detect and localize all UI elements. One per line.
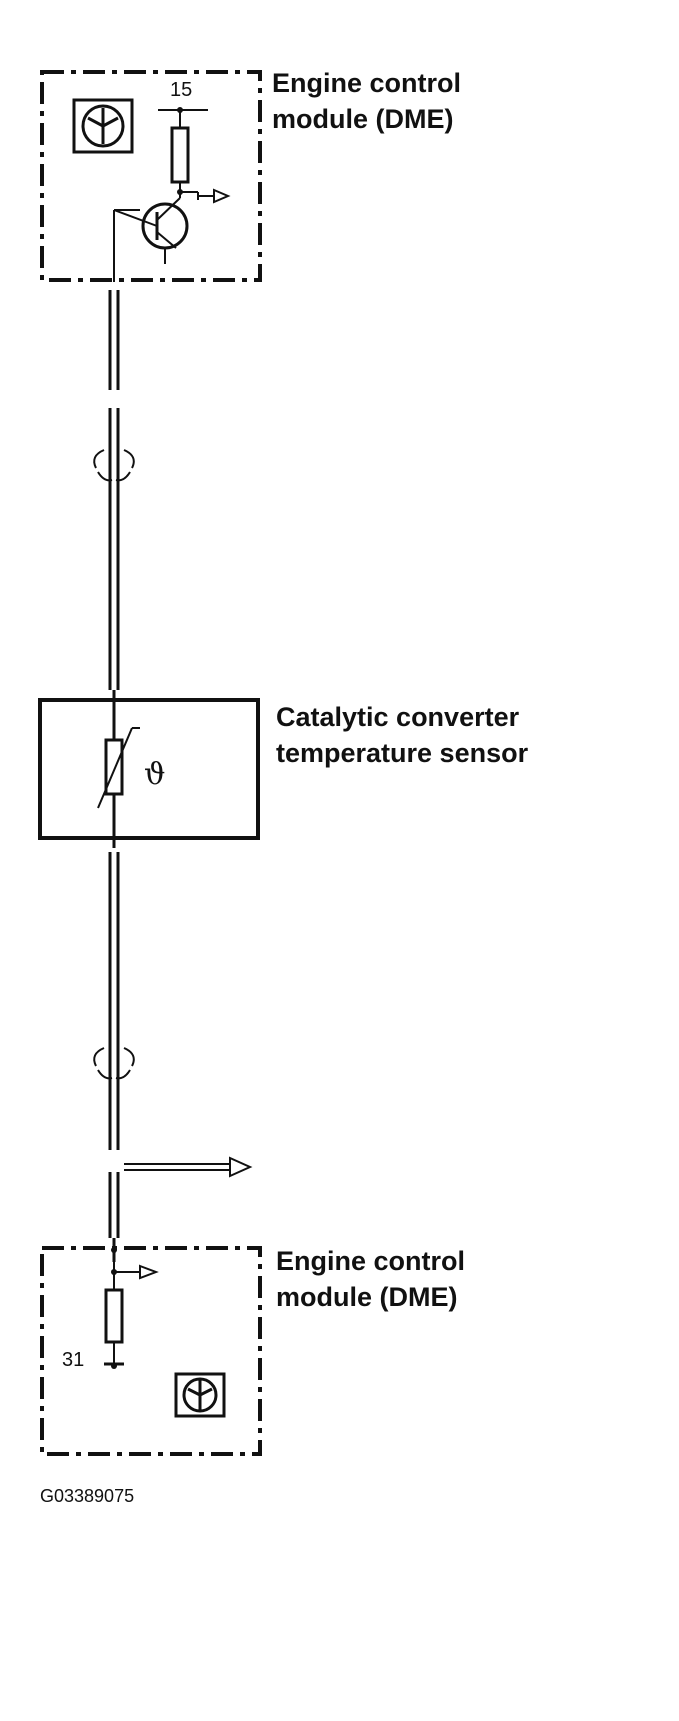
ground-icon <box>104 1362 124 1369</box>
dme-bottom-label-line2: module (DME) <box>276 1282 458 1312</box>
shield-output-arrow-icon <box>124 1156 253 1178</box>
twisted-pair-icon <box>93 449 135 482</box>
transistor-symbol <box>113 197 189 264</box>
dme-top-pin-label: 15 <box>170 79 192 101</box>
dme-top-boundary <box>40 70 262 282</box>
sensor-housing <box>38 698 260 840</box>
ecu-transistor-icon <box>72 98 134 154</box>
twisted-pair-icon <box>93 1047 135 1080</box>
output-arrow-icon <box>180 188 231 204</box>
dme-top-resistor <box>170 126 190 184</box>
dme-bottom-boundary <box>40 1246 262 1456</box>
ecu-transistor-icon <box>174 1372 226 1418</box>
wire-lower <box>108 852 120 1238</box>
dme-bottom-pin-label: 31 <box>62 1349 84 1371</box>
sensor-label-line1: Catalytic converter <box>276 702 520 732</box>
catalytic-converter-temperature-sensor: ϑ <box>38 690 260 848</box>
dme-top-module: 15 <box>40 70 262 282</box>
figure-code: G03389075 <box>40 1486 134 1506</box>
dme-top-label-line1: Engine control <box>272 68 461 98</box>
dme-bottom-module: 31 <box>40 1238 262 1456</box>
dme-bottom-label-line1: Engine control <box>276 1246 465 1276</box>
dme-top-label-line2: module (DME) <box>272 104 454 134</box>
sensor-temperature-symbol: ϑ <box>144 757 165 792</box>
sensor-label-line2: temperature sensor <box>276 738 529 768</box>
dme-bottom-resistor <box>104 1288 124 1344</box>
wire-upper <box>108 290 120 690</box>
